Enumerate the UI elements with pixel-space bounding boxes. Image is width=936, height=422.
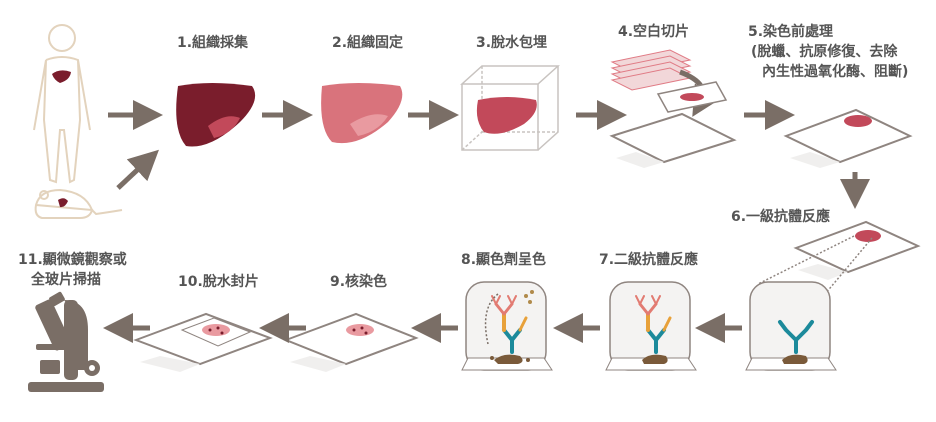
step-4-sections-icon	[610, 49, 692, 91]
step-11-microscope-icon	[28, 291, 104, 392]
step-5-sub1: (脫蠟、抗原修復、去除	[751, 44, 898, 60]
step-5-label: 5.染色前處理	[748, 24, 834, 40]
step-6-slide-icon	[793, 220, 921, 280]
step-7-bubble	[605, 281, 697, 371]
step-7-secondary-antibody-icon	[635, 295, 672, 332]
step-7-primary-antibody-icon	[646, 328, 666, 354]
step-10-slide-icon	[133, 312, 273, 372]
step-6-zoom-bubble	[745, 281, 837, 371]
step-11-label: 11.顯微鏡觀察或	[18, 252, 127, 268]
mouse-liver-icon	[58, 198, 68, 208]
step-10-label: 10.脫水封片	[178, 274, 259, 290]
mouse-silhouette-icon	[34, 188, 123, 219]
human-silhouette-icon	[33, 24, 91, 184]
step-9-slide-icon	[283, 312, 419, 372]
step-9-label: 9.核染色	[330, 274, 388, 290]
step-6-primary-antibody-icon	[778, 320, 814, 354]
step-2-label: 2.組織固定	[332, 35, 404, 51]
step-8-bubble	[461, 281, 553, 371]
step-2-liver-icon	[321, 83, 403, 144]
arrow-mouse-to-step1	[116, 149, 159, 190]
step-8-antibody-complex-icon	[491, 295, 528, 354]
step-1-liver-icon	[176, 83, 256, 147]
step-6-zoom-line-right	[819, 237, 873, 301]
step-1-label: 1.組織採集	[177, 35, 249, 51]
step-7-label: 7.二級抗體反應	[599, 252, 699, 268]
step-4-floating-section-icon	[656, 81, 728, 113]
step-5-sub2: 內生性過氧化酶、阻斷)	[762, 64, 909, 80]
step-6-zoom-line-left	[757, 235, 855, 285]
step-3-paraffin-block-icon	[460, 65, 560, 151]
step-8-chromogen-arrow	[484, 293, 499, 345]
step-3-liver-icon	[476, 97, 537, 134]
step-8-chromogen-dots-icon	[524, 290, 534, 304]
step-6-label: 6.一級抗體反應	[731, 209, 831, 225]
step-4-label: 4.空白切片	[618, 24, 690, 40]
step-3-label: 3.脫水包埋	[476, 35, 548, 51]
step-11-sub1: 全玻片掃描	[31, 272, 101, 288]
step-5-slide-icon	[783, 108, 913, 168]
human-liver-icon	[52, 70, 71, 83]
step-8-label: 8.顯色劑呈色	[461, 252, 547, 268]
step-4-slide-icon	[609, 112, 737, 168]
